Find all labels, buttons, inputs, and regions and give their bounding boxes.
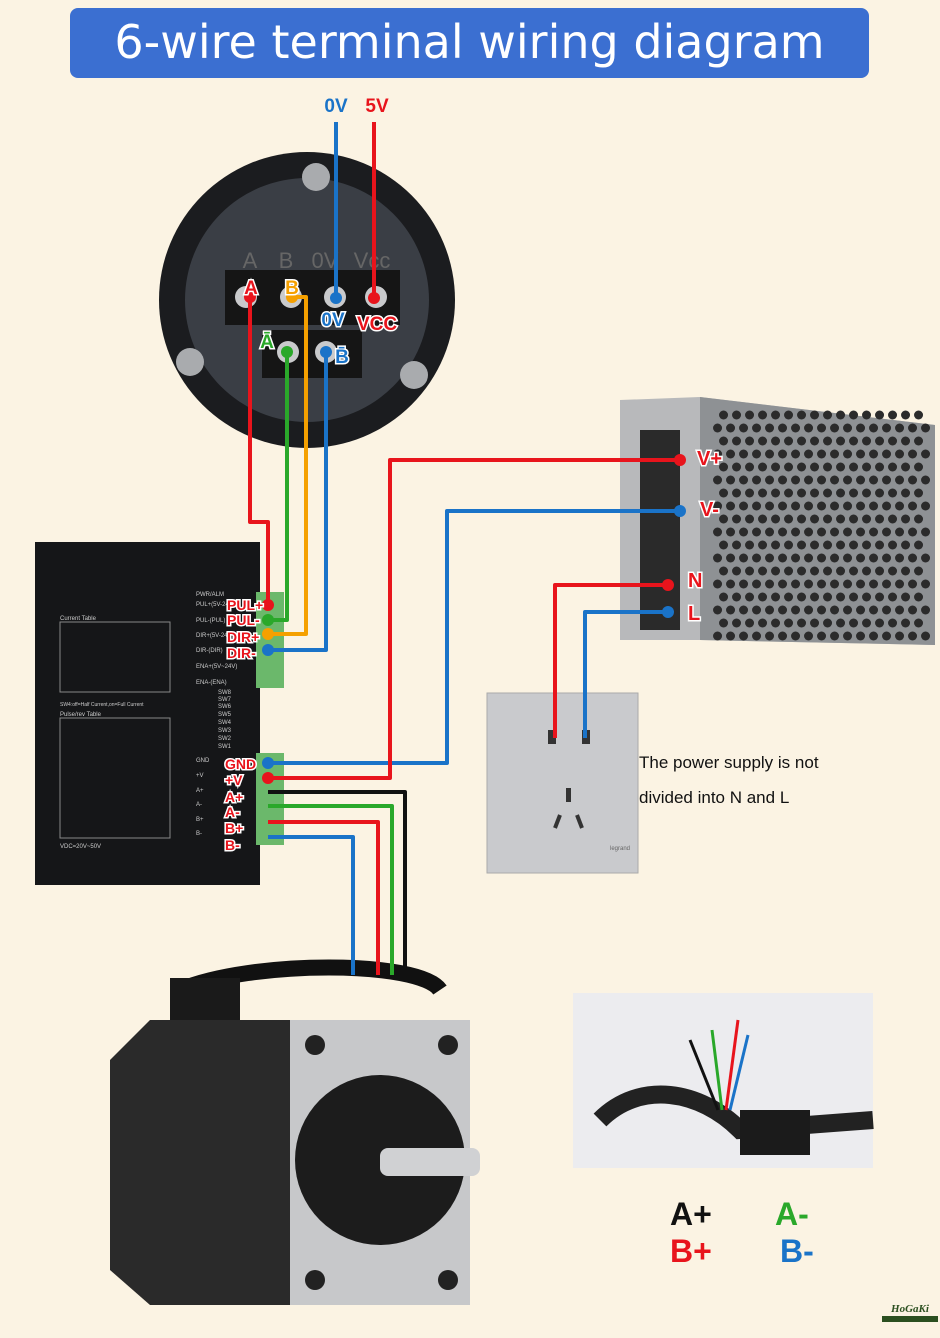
wire-a <box>248 297 270 605</box>
label-enc-b-bar: B̄ <box>335 347 349 368</box>
driver-printed-label: B- <box>196 831 202 837</box>
hogaki-logo: HoGaKi <box>882 1303 938 1322</box>
terminal-dot <box>262 628 274 640</box>
driver-printed-label: SW4 <box>218 720 232 726</box>
terminal-dot <box>262 772 274 784</box>
current-table-title: Current Table <box>60 616 97 622</box>
pulse-table-title: Pulse/rev Table <box>60 712 102 718</box>
terminal-dot <box>281 346 293 358</box>
wire-b-minus <box>268 835 355 975</box>
driver-label-A-: A- <box>225 804 240 820</box>
socket-brand: legrand <box>610 846 630 852</box>
driver-label-PUL+: PUL+ <box>227 597 263 613</box>
wire-a-bar <box>268 352 289 622</box>
label-enc-vcc: VCC <box>357 314 397 335</box>
cable-photo <box>573 993 874 1168</box>
driver-label-+V: +V <box>225 772 243 788</box>
driver-printed-label: PUL-(PUL) <box>196 618 225 624</box>
label-enc-a-bar: Ā <box>260 332 274 353</box>
driver-label-PUL-: PUL- <box>227 612 260 628</box>
legend-A-: A- <box>775 1196 809 1232</box>
terminal-dot <box>330 292 342 304</box>
page-title: 6-wire terminal wiring diagram <box>70 8 869 78</box>
legend-B+: B+ <box>670 1233 712 1269</box>
wire-b-bar <box>268 352 328 652</box>
svg-text:HoGaKi: HoGaKi <box>890 1303 930 1315</box>
driver-printed-label: SW6 <box>218 704 232 710</box>
wire-a-plus <box>268 790 407 975</box>
note-line-2: divided into N and L <box>639 788 790 807</box>
driver-label-DIR-: DIR- <box>227 645 256 661</box>
terminal-dot <box>286 291 298 303</box>
terminal-dot <box>674 454 686 466</box>
terminal-dot <box>320 346 332 358</box>
wire-l <box>583 610 668 738</box>
driver-printed-label: A- <box>196 802 202 808</box>
driver-printed-label: SW7 <box>218 697 232 703</box>
driver-printed-label: PWR/ALM <box>196 592 224 598</box>
driver-printed-label: SW2 <box>218 736 232 742</box>
printed-b: B <box>279 248 294 273</box>
stepper-driver: Current Table Pulse/rev Table SW4:off=Ha… <box>35 542 284 885</box>
stepper-motor <box>110 959 480 1305</box>
terminal-dot <box>674 505 686 517</box>
psu-label-V-: V- <box>700 499 719 521</box>
legend-B-: B- <box>780 1233 814 1269</box>
psu-label-L: L <box>688 603 700 625</box>
wire-gnd <box>268 509 680 765</box>
label-5v-supply: 5V <box>365 96 389 117</box>
terminal-dot <box>262 757 274 769</box>
driver-printed-label: +V <box>196 773 204 779</box>
terminal-dot <box>662 579 674 591</box>
terminal-dot <box>368 292 380 304</box>
driver-printed-label: DIR+(5V-24V) <box>196 633 234 639</box>
label-enc-a: A <box>244 278 258 299</box>
wire-b <box>268 295 308 636</box>
driver-printed-label: SW3 <box>218 728 232 734</box>
driver-printed-label: PUL+(5V-24V) <box>196 602 235 608</box>
driver-printed-label: B+ <box>196 817 204 823</box>
driver-printed-label: SW1 <box>218 744 232 750</box>
wire-b-plus <box>268 820 380 975</box>
driver-printed-label: DIR-(DIR) <box>196 648 223 654</box>
note-line-1: The power supply is not <box>639 753 819 772</box>
driver-printed-label: ENA+(5V~24V) <box>196 664 237 670</box>
driver-label-B+: B+ <box>225 820 243 836</box>
driver-label-A+: A+ <box>225 789 243 805</box>
terminal-dot <box>662 606 674 618</box>
driver-label-B-: B- <box>225 837 240 853</box>
driver-printed-label: A+ <box>196 788 204 794</box>
terminal-dot <box>244 291 256 303</box>
terminal-dot <box>262 614 274 626</box>
power-supply <box>620 397 935 645</box>
sw4-note: SW4:off=Half Current,on=Full Current <box>60 702 144 708</box>
driver-printed-label: GND <box>196 758 210 764</box>
vdc-note: VDC=20V~50V <box>60 844 101 850</box>
driver-label-DIR+: DIR+ <box>227 629 259 645</box>
psu-label-V+: V+ <box>697 448 722 470</box>
driver-printed-label: SW5 <box>218 712 232 718</box>
terminal-dot <box>262 599 274 611</box>
legend-A+: A+ <box>670 1196 712 1232</box>
driver-label-GND: GND <box>225 756 256 772</box>
wall-socket: legrand <box>486 692 639 874</box>
label-enc-0v: 0V <box>321 310 345 331</box>
wire-plus-v <box>268 458 680 780</box>
terminal-dot <box>262 644 274 656</box>
driver-printed-label: SW8 <box>218 690 232 696</box>
wire-n <box>553 583 668 738</box>
driver-printed-label: ENA-(ENA) <box>196 680 227 686</box>
psu-label-N: N <box>688 570 702 592</box>
printed-a: A <box>243 248 258 273</box>
wire-a-minus <box>268 804 394 975</box>
label-enc-b: B <box>285 278 299 299</box>
label-0v-supply: 0V <box>324 96 348 117</box>
